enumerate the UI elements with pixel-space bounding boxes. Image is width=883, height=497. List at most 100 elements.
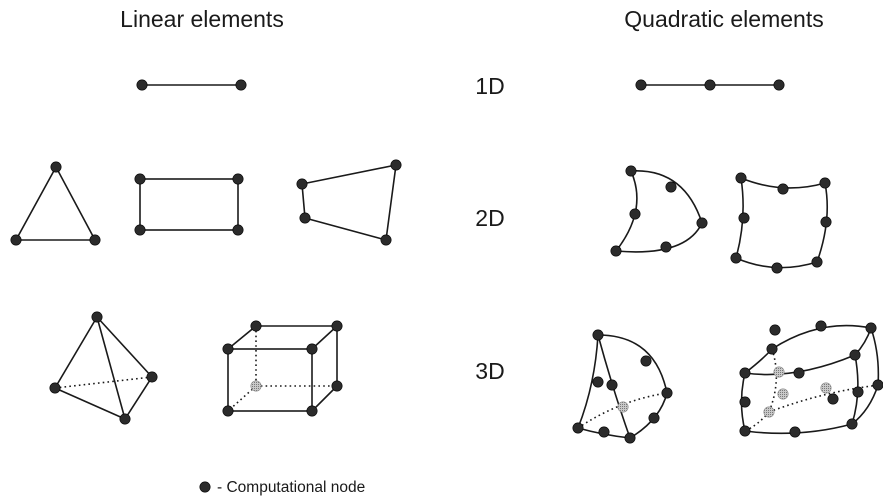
linear-3d-tetrahedron-element — [49, 311, 158, 425]
computational-node — [592, 376, 604, 388]
computational-node — [331, 380, 343, 392]
computational-node — [865, 322, 877, 334]
hidden-computational-node — [820, 382, 832, 394]
quadratic-elements-heading: Quadratic elements — [624, 6, 823, 32]
computational-node — [119, 413, 131, 425]
computational-node — [777, 183, 789, 195]
hidden-edge — [227, 385, 257, 412]
element-edge — [139, 178, 239, 231]
element-edge — [301, 163, 397, 242]
legend: - Computational node — [199, 479, 365, 496]
computational-node — [624, 432, 636, 444]
computational-node — [134, 224, 146, 236]
element-edge — [311, 325, 338, 350]
computational-node — [306, 405, 318, 417]
computational-node — [815, 320, 827, 332]
computational-node — [771, 262, 783, 274]
hidden-edge — [768, 348, 778, 413]
linear-elements-heading: Linear elements — [120, 6, 284, 32]
computational-node — [820, 216, 832, 228]
computational-node — [738, 212, 750, 224]
quadratic-2d-quadrilateral-element — [730, 172, 832, 274]
computational-node — [849, 349, 861, 361]
computational-node — [296, 178, 308, 190]
computational-node — [331, 320, 343, 332]
hidden-edge — [768, 384, 881, 413]
quadratic-3d-hexahedron-element — [739, 320, 883, 438]
computational-node — [49, 382, 61, 394]
linear-2d-quadrilateral-element — [296, 159, 402, 246]
computational-node — [665, 181, 677, 193]
computational-node — [739, 396, 751, 408]
computational-node — [648, 412, 660, 424]
computational-node — [232, 224, 244, 236]
computational-node — [793, 367, 805, 379]
computational-node — [250, 320, 262, 332]
computational-node — [766, 343, 778, 355]
label-3d: 3D — [475, 358, 504, 384]
computational-node — [299, 212, 311, 224]
hidden-computational-node — [777, 388, 789, 400]
computational-node — [696, 217, 708, 229]
computational-node — [660, 241, 672, 253]
element-edge — [629, 392, 668, 439]
hidden-computational-node — [250, 380, 262, 392]
element-edge — [227, 325, 257, 350]
computational-node — [134, 173, 146, 185]
element-edge — [54, 387, 126, 420]
element-edge — [577, 334, 599, 429]
computational-node — [50, 161, 62, 173]
label-1d: 1D — [475, 73, 504, 99]
computational-node — [592, 329, 604, 341]
computational-node — [635, 79, 647, 91]
quadratic-2d-triangle-element — [610, 165, 708, 257]
computational-node — [704, 79, 716, 91]
element-edge — [615, 222, 703, 253]
element-edge — [96, 316, 153, 378]
linear-3d-hexahedron-element — [222, 320, 343, 417]
computational-node — [735, 172, 747, 184]
computational-node — [625, 165, 637, 177]
computational-node — [10, 234, 22, 246]
computational-node — [661, 387, 673, 399]
computational-node — [572, 422, 584, 434]
computational-node — [306, 343, 318, 355]
quadratic-1d-line-element — [635, 79, 785, 91]
element-edge — [14, 165, 97, 241]
computational-node — [136, 79, 148, 91]
element-edge — [630, 170, 703, 224]
computational-node — [232, 173, 244, 185]
linear-2d-triangle-element — [10, 161, 101, 246]
computational-node — [739, 367, 751, 379]
computational-node — [598, 426, 610, 438]
element-edge — [227, 348, 313, 412]
computational-node — [91, 311, 103, 323]
computational-node — [89, 234, 101, 246]
computational-node — [730, 252, 742, 264]
computational-node — [811, 256, 823, 268]
hidden-computational-node — [617, 401, 629, 413]
element-edge — [870, 327, 880, 386]
element-edge — [597, 334, 668, 394]
legend-label: - Computational node — [217, 479, 365, 496]
element-edge — [124, 376, 153, 420]
linear-2d-rectangle-element — [134, 173, 244, 236]
computational-node — [610, 245, 622, 257]
computational-node — [235, 79, 247, 91]
computational-node — [390, 159, 402, 171]
element-edge — [54, 316, 98, 389]
computational-node — [606, 379, 618, 391]
hidden-computational-node — [773, 366, 785, 378]
computational-node — [769, 324, 781, 336]
computational-node — [380, 234, 392, 246]
computational-node — [629, 208, 641, 220]
computational-node — [819, 177, 831, 189]
computational-node — [852, 386, 864, 398]
computational-node — [222, 405, 234, 417]
linear-1d-line-element — [136, 79, 247, 91]
computational-node — [146, 371, 158, 383]
hidden-computational-node — [763, 406, 775, 418]
computational-node — [640, 355, 652, 367]
legend-node-icon — [199, 481, 211, 493]
